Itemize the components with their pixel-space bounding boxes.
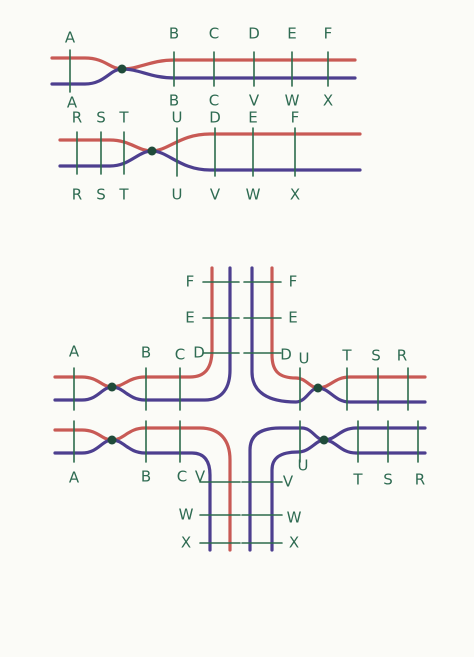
south-right-label: W bbox=[287, 509, 302, 527]
row2-bottom-label: R bbox=[72, 186, 82, 204]
east-bottom-label: R bbox=[415, 471, 425, 489]
south-left-label: W bbox=[179, 506, 194, 524]
row2-top-label: T bbox=[118, 109, 129, 127]
row2-junction bbox=[147, 146, 157, 156]
north-left-label: F bbox=[186, 273, 195, 291]
cross-ticks bbox=[73, 281, 419, 544]
east-bottom-label: T bbox=[352, 471, 363, 489]
row2-blue-line bbox=[58, 149, 362, 172]
row2-top-label: D bbox=[209, 109, 221, 127]
row2-red-line bbox=[58, 132, 362, 153]
row2-top-label: U bbox=[172, 109, 183, 127]
sw-red-track bbox=[53, 426, 232, 552]
north-right-label: E bbox=[288, 309, 297, 327]
east-bottom-label: U bbox=[298, 457, 309, 475]
east-top-label: S bbox=[371, 347, 381, 365]
row2-top-label: E bbox=[248, 109, 257, 127]
west-top-label: B bbox=[141, 344, 151, 362]
west-bottom-label: A bbox=[69, 469, 80, 487]
row2-ticks bbox=[76, 127, 296, 177]
ne-red-track bbox=[270, 266, 427, 390]
row1-bottom-label: B bbox=[169, 92, 179, 110]
nw-red-track bbox=[53, 266, 214, 389]
north-left-label: D bbox=[193, 344, 205, 362]
row2-bottom-label: T bbox=[118, 186, 129, 204]
south-right-label: X bbox=[289, 534, 299, 552]
row1-ticks bbox=[69, 49, 329, 93]
row2-bottom-label: U bbox=[172, 186, 183, 204]
west-bottom-label: B bbox=[141, 468, 151, 486]
nw-blue-track bbox=[53, 266, 232, 402]
ne-blue-track bbox=[250, 266, 427, 404]
ne-junction bbox=[313, 383, 323, 393]
se-blue-track-outer bbox=[248, 426, 427, 552]
west-top-label: C bbox=[175, 346, 185, 364]
west-bottom-label: C bbox=[177, 468, 187, 486]
row2-bottom-label: W bbox=[246, 186, 261, 204]
row1-top-label: F bbox=[324, 25, 333, 43]
row1-red-line bbox=[50, 56, 357, 71]
row1-blue-line bbox=[50, 67, 357, 86]
west-top-label: A bbox=[69, 343, 80, 361]
se-junction bbox=[319, 435, 329, 445]
north-left-label: E bbox=[185, 309, 194, 327]
sw-blue-track bbox=[53, 438, 212, 552]
south-left-label: X bbox=[181, 534, 191, 552]
east-top-label: R bbox=[397, 347, 407, 365]
nw-junction bbox=[107, 382, 117, 392]
row1-bottom-label: W bbox=[285, 92, 300, 110]
row1-top-label: D bbox=[248, 25, 260, 43]
se-blue-track-inner bbox=[270, 438, 427, 552]
row2-top-label: F bbox=[291, 109, 300, 127]
row1-top-label: A bbox=[65, 29, 76, 47]
row1-top-label: B bbox=[169, 25, 179, 43]
north-right-label: F bbox=[289, 273, 298, 291]
row2-bottom-label: S bbox=[96, 186, 106, 204]
row2-top-label: S bbox=[96, 109, 106, 127]
top-diagram: A B C D E F A B C V W X R S T U D bbox=[50, 25, 362, 204]
south-left-label: V bbox=[195, 468, 206, 486]
row1-junction bbox=[117, 64, 127, 74]
east-top-label: T bbox=[341, 347, 352, 365]
cross-diagram: F E D F E D A B C A B C U T S R U T S R … bbox=[53, 266, 427, 552]
east-top-label: U bbox=[299, 350, 310, 368]
sw-junction bbox=[107, 435, 117, 445]
south-right-label: V bbox=[283, 473, 294, 491]
row2-bottom-label: V bbox=[210, 186, 221, 204]
row1-top-label: E bbox=[287, 25, 296, 43]
row1-bottom-label: A bbox=[67, 94, 78, 112]
row1-bottom-label: V bbox=[249, 92, 260, 110]
east-bottom-label: S bbox=[383, 471, 393, 489]
north-right-label: D bbox=[280, 346, 292, 364]
row1-bottom-label: C bbox=[209, 92, 219, 110]
row1-top-label: C bbox=[209, 25, 219, 43]
row1-bottom-label: X bbox=[323, 92, 333, 110]
row2-bottom-label: X bbox=[290, 186, 300, 204]
row2-top-label: R bbox=[72, 109, 82, 127]
